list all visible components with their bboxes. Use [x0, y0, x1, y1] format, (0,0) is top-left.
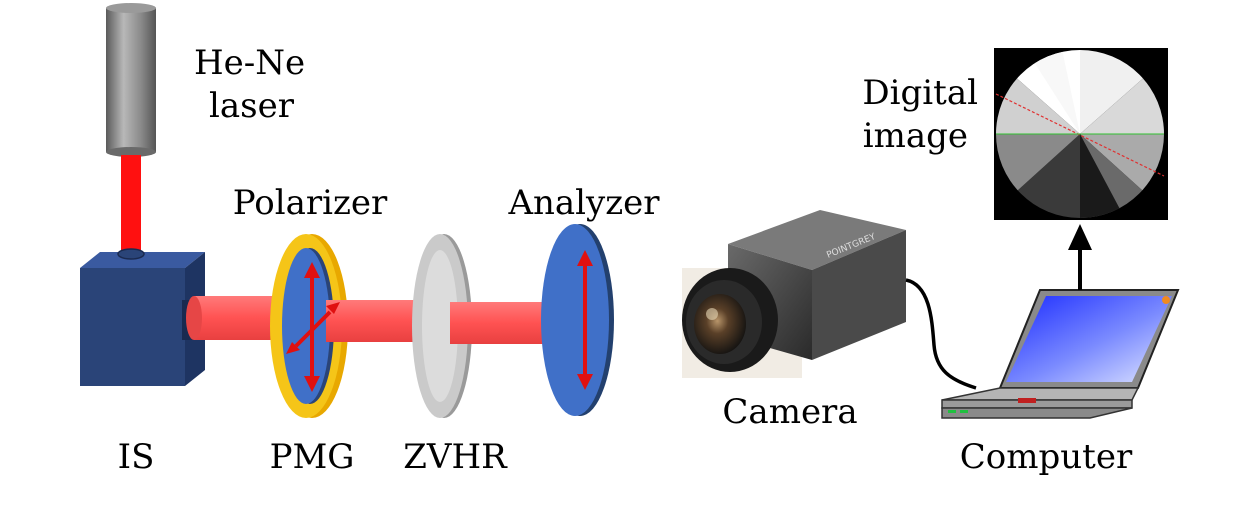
digital-image-icon [994, 48, 1168, 220]
pmg-label: PMG [269, 437, 355, 477]
computer-icon [941, 289, 1180, 419]
polarization-arrow-icon [286, 262, 340, 392]
digital-image-label-line2: image [862, 116, 968, 156]
camera-label: Camera [722, 392, 858, 432]
laser-label: He-Ne [194, 43, 306, 83]
analyzer-label: Analyzer [508, 183, 660, 223]
laser-label-line2: laser [209, 86, 294, 126]
arrow-up-icon [1068, 224, 1092, 290]
is-label: IS [117, 437, 155, 477]
camera-icon: POINTGREY [682, 210, 906, 378]
polarizer-label: Polarizer [232, 183, 388, 223]
zvhr-label: ZVHR [403, 437, 507, 477]
cable [905, 278, 977, 390]
laser-beam-segment [326, 300, 422, 342]
digital-image-label: Digital [862, 73, 978, 113]
computer-label: Computer [959, 437, 1133, 477]
laser-icon [106, 3, 156, 157]
zvhr-disc-icon [412, 234, 472, 418]
analyzer-icon [541, 224, 614, 416]
laser-beam-vertical [121, 155, 141, 252]
